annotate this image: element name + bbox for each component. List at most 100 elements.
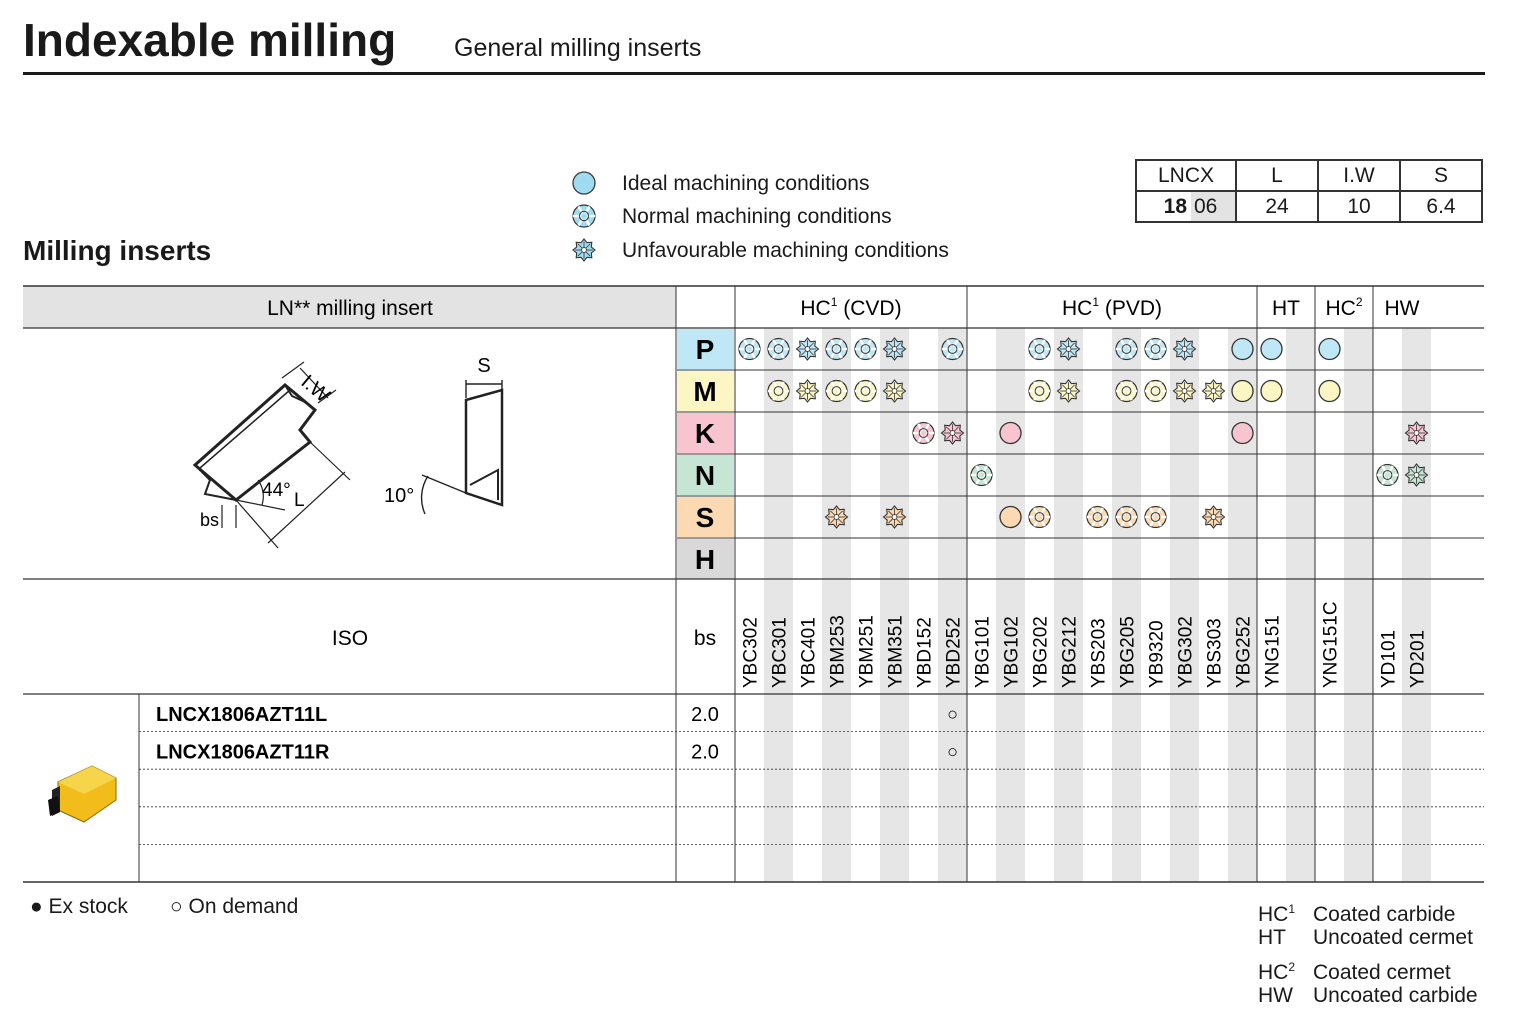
bs-dim-label: bs	[200, 510, 219, 530]
dim-value-iw: 10	[1317, 190, 1401, 223]
ideal-circle-icon	[1318, 379, 1341, 403]
normal-flower-icon	[1144, 505, 1167, 529]
material-code-n: N	[695, 460, 715, 491]
grade-label: YBD252	[944, 617, 965, 688]
normal-flower-icon	[825, 379, 848, 403]
unfavourable-star-icon	[572, 238, 596, 262]
dim-size-a: 18	[1163, 194, 1187, 218]
grade-label: YBS303	[1205, 618, 1226, 688]
ideal-circle-icon	[1231, 337, 1254, 361]
on-demand-legend: ○ On demand	[170, 895, 299, 918]
grade-label: YD201	[1408, 630, 1429, 688]
grade-label: YBG302	[1176, 616, 1197, 688]
group-header: HW	[1385, 297, 1420, 320]
normal-flower-icon	[1144, 337, 1167, 361]
page-title: Indexable milling	[23, 14, 397, 66]
product-code: LNCX1806AZT11R	[156, 742, 330, 764]
unfavourable-star-icon	[1404, 463, 1429, 487]
dim-value-l: 24	[1235, 190, 1319, 223]
grade-stripe	[880, 328, 909, 882]
unfavourable-star-icon	[1056, 379, 1081, 403]
unfavourable-star-icon	[1404, 421, 1429, 445]
group-header: HC2	[1325, 295, 1362, 320]
normal-flower-icon	[1028, 337, 1051, 361]
grade-legend-desc: Uncoated carbide	[1313, 984, 1478, 1007]
material-code-h: H	[695, 544, 715, 575]
legend-icons	[572, 171, 596, 262]
material-cell-bg	[677, 329, 734, 369]
unfavourable-star-icon	[882, 379, 907, 403]
clearance-angle-label: 10°	[384, 485, 414, 507]
dim-header-l: L	[1235, 159, 1319, 192]
grade-label: YBG202	[1031, 616, 1052, 688]
grade-label: YBM351	[886, 615, 907, 688]
dim-header-s: S	[1399, 159, 1483, 192]
grade-label: YNG151C	[1321, 601, 1342, 688]
grade-stripe	[1228, 328, 1257, 882]
iso-label: ISO	[332, 627, 368, 650]
ideal-circle-icon	[1231, 379, 1254, 403]
normal-flower-icon	[912, 421, 935, 445]
normal-flower-icon	[854, 337, 877, 361]
grade-stripe	[1286, 328, 1315, 882]
material-cell-bg	[677, 413, 734, 453]
grade-label: YB9320	[1147, 620, 1168, 688]
unfavourable-star-icon	[1172, 337, 1197, 361]
grade-label: YBC302	[741, 617, 762, 688]
section-title: Milling inserts	[23, 235, 212, 266]
grade-label: YBS203	[1089, 618, 1110, 688]
grade-legend-code: HC1	[1258, 902, 1296, 926]
condition-marks	[738, 337, 1429, 529]
grade-stripe	[1402, 328, 1431, 882]
grade-legend-desc: Coated carbide	[1313, 903, 1456, 926]
title-cell-bg	[23, 286, 676, 328]
grade-label: YBC401	[799, 617, 820, 688]
on-demand-mark: ○	[947, 742, 958, 762]
normal-flower-icon	[1086, 505, 1109, 529]
on-demand-mark: ○	[947, 704, 958, 724]
unfavourable-star-icon	[795, 337, 820, 361]
material-code-s: S	[696, 502, 715, 533]
group-header: HC1 (PVD)	[1062, 295, 1162, 320]
unfavourable-star-icon	[1056, 337, 1081, 361]
normal-flower-icon	[825, 337, 848, 361]
unfavourable-star-icon	[824, 505, 849, 529]
unfavourable-star-icon	[1172, 379, 1197, 403]
grade-label: YBC301	[770, 617, 791, 688]
ex-stock-legend: ● Ex stock	[30, 895, 128, 918]
normal-flower-icon	[767, 337, 790, 361]
unfavourable-star-icon	[940, 421, 965, 445]
grade-legend-desc: Uncoated cermet	[1313, 926, 1473, 949]
ideal-circle-icon	[1318, 337, 1341, 361]
grade-legend-code: HT	[1258, 926, 1286, 949]
normal-flower-icon	[1115, 379, 1138, 403]
grade-label: YBG101	[973, 616, 994, 688]
unfavourable-star-icon	[882, 505, 907, 529]
l-dim-label: L	[294, 490, 305, 511]
normal-flower-icon	[854, 379, 877, 403]
grade-stripe	[1344, 328, 1373, 882]
legend-normal-label: Normal machining conditions	[622, 205, 892, 228]
grade-stripe	[938, 328, 967, 882]
grade-label: YBM251	[857, 615, 878, 688]
product-code: LNCX1806AZT11L	[156, 704, 327, 726]
grade-label: YBG205	[1118, 616, 1139, 688]
ideal-circle-icon	[1231, 421, 1254, 445]
normal-flower-icon	[767, 379, 790, 403]
legend-ideal-label: Ideal machining conditions	[622, 172, 870, 195]
grade-label: YBD152	[915, 617, 936, 688]
material-cell-bg	[677, 497, 734, 537]
unfavourable-star-icon	[1201, 379, 1226, 403]
ideal-circle-icon	[999, 421, 1022, 445]
insert-side-view-diagram	[420, 380, 504, 515]
normal-flower-icon	[572, 204, 596, 228]
grade-legend-item: HT Uncoated cermet	[1258, 924, 1488, 952]
ideal-circle-icon	[1260, 337, 1283, 361]
dim-header-lncx: LNCX	[1135, 159, 1237, 192]
